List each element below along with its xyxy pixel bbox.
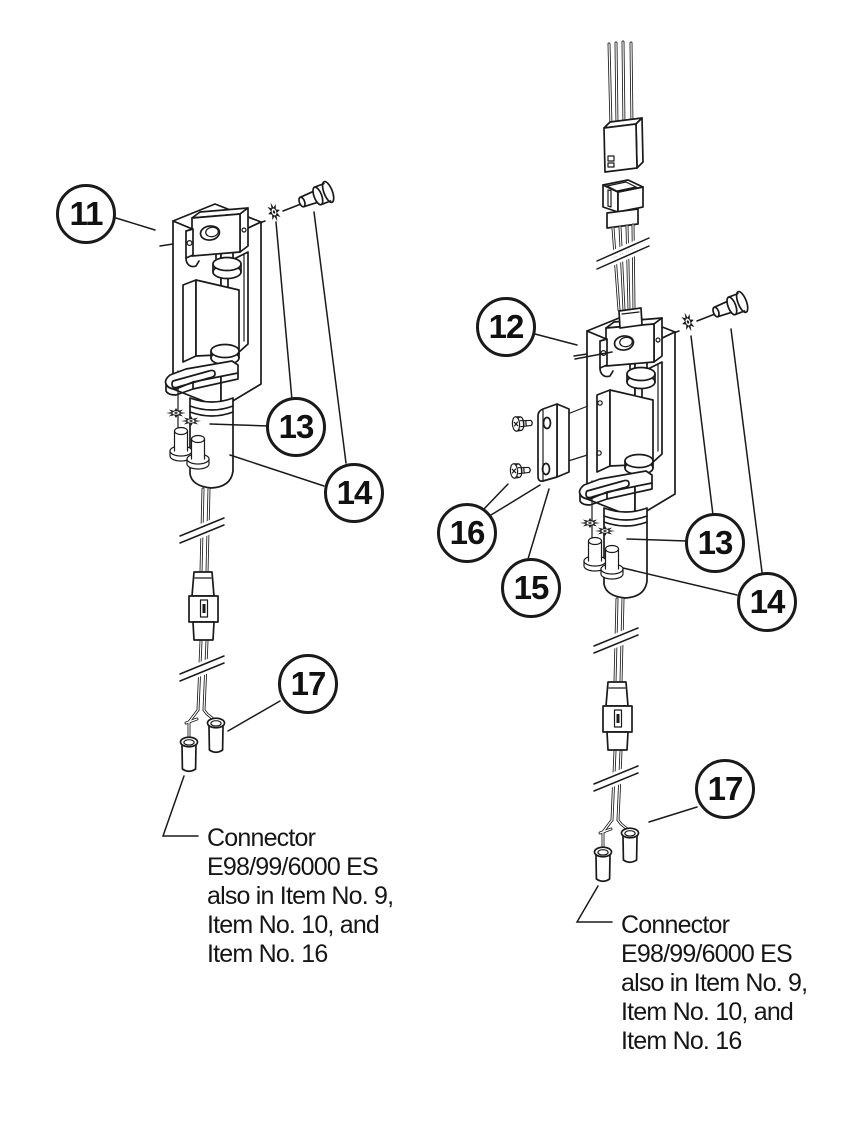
callout-17-left: 17 bbox=[278, 654, 338, 714]
note-left-line4: Item No. 10, and bbox=[207, 911, 380, 939]
callout-14-right-label: 14 bbox=[749, 583, 786, 620]
note-right-line2: E98/99/6000 ES bbox=[621, 940, 793, 968]
callout-17-left-label: 17 bbox=[290, 665, 327, 702]
note-right-line4: Item No. 10, and bbox=[621, 998, 794, 1026]
callout-12-label: 12 bbox=[488, 308, 525, 345]
callout-13-right-label: 13 bbox=[697, 524, 734, 561]
callout-15: 15 bbox=[501, 558, 561, 618]
connector-note-right: Connector E98/99/6000 ES also in Item No… bbox=[621, 911, 808, 1056]
note-leader-right bbox=[575, 885, 613, 923]
callout-11: 11 bbox=[56, 184, 116, 244]
note-right-line1: Connector bbox=[621, 911, 730, 939]
note-leader-left bbox=[161, 775, 199, 837]
note-left-line2: E98/99/6000 ES bbox=[207, 853, 379, 881]
callout-14-right: 14 bbox=[737, 572, 797, 632]
callout-11-label: 11 bbox=[69, 195, 104, 232]
note-left-line1: Connector bbox=[207, 824, 316, 852]
callout-17-right-label: 17 bbox=[707, 770, 744, 807]
faceplate bbox=[537, 403, 570, 482]
note-left-line3: also in Item No. 9, bbox=[207, 882, 394, 910]
left-assembly bbox=[115, 180, 347, 837]
note-right-line3: also in Item No. 9, bbox=[621, 969, 808, 997]
wire-harness bbox=[593, 40, 653, 312]
note-right-line5: Item No. 16 bbox=[621, 1027, 742, 1055]
callout-17-right: 17 bbox=[695, 759, 755, 819]
callout-16: 16 bbox=[437, 503, 497, 563]
right-assembly bbox=[481, 40, 763, 923]
callout-12: 12 bbox=[476, 297, 536, 357]
callout-14-left: 14 bbox=[324, 463, 384, 523]
callout-16-label: 16 bbox=[449, 514, 486, 551]
wire-entry-cap bbox=[618, 307, 643, 329]
callout-13-left: 13 bbox=[266, 397, 326, 457]
callout-13-left-label: 13 bbox=[278, 408, 315, 445]
callout-15-label: 15 bbox=[513, 569, 550, 606]
callout-13-right: 13 bbox=[685, 513, 745, 573]
callout-14-left-label: 14 bbox=[336, 474, 373, 511]
leader-lines-left bbox=[115, 211, 347, 732]
leader-lines-right bbox=[481, 328, 763, 823]
note-left-line5: Item No. 16 bbox=[207, 940, 328, 968]
connector-note-left: Connector E98/99/6000 ES also in Item No… bbox=[207, 824, 394, 969]
